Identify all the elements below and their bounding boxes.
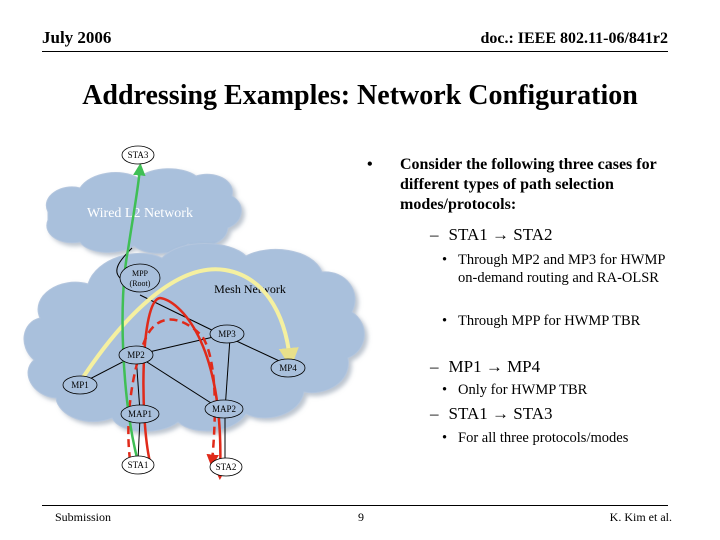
svg-text:MP4: MP4	[279, 363, 297, 373]
slide-title: Addressing Examples: Network Configurati…	[82, 80, 638, 111]
node-mp3: MP3	[209, 324, 245, 344]
node-map1: MAP1	[120, 404, 160, 424]
footer-rule	[42, 505, 668, 506]
svg-text:MP3: MP3	[218, 329, 236, 339]
header-doc-number: doc.: IEEE 802.11-06/841r2	[480, 30, 668, 47]
svg-text:(Root): (Root)	[130, 279, 151, 288]
node-mp1: MP1	[62, 375, 98, 395]
bullet-intro: • Consider the following three cases for…	[367, 156, 657, 213]
svg-text:MP2: MP2	[127, 350, 145, 360]
case2-item-1: • Only for HWMP TBR	[442, 382, 588, 398]
svg-text:STA3: STA3	[128, 150, 149, 160]
svg-text:STA2: STA2	[216, 462, 237, 472]
footer-submission: Submission	[55, 510, 112, 524]
header-date: July 2006	[42, 28, 112, 47]
case1-item-1: • Through MP2 and MP3 for HWMP on-demand…	[442, 252, 665, 286]
node-sta3: STA3	[121, 145, 155, 165]
case3-heading: –STA1 → STA3	[430, 404, 553, 423]
header-rule	[42, 51, 668, 52]
footer-author: K. Kim et al.	[609, 510, 672, 524]
path-sta1-sta2-solid	[142, 296, 227, 480]
path-mp1-mp4	[76, 267, 299, 387]
wired-network-cloud	[45, 168, 242, 254]
page-number: 9	[358, 510, 364, 524]
svg-text:MAP1: MAP1	[128, 409, 152, 419]
node-mpp: MPP (Root)	[119, 263, 161, 293]
node-map2: MAP2	[204, 399, 244, 419]
wired-network-label: Wired L2 Network	[87, 206, 193, 221]
mesh-network-cloud	[23, 243, 365, 432]
node-sta2: STA2	[209, 457, 243, 477]
svg-text:STA1: STA1	[128, 460, 149, 470]
node-sta1: STA1	[121, 455, 155, 475]
node-mp2: MP2	[118, 345, 154, 365]
node-mp4: MP4	[270, 358, 306, 378]
mesh-network-label: Mesh Network	[214, 282, 286, 296]
svg-text:MAP2: MAP2	[212, 404, 236, 414]
case1-item-2: • Through MPP for HWMP TBR	[442, 313, 641, 329]
case1-heading: –STA1 → STA2	[430, 225, 553, 244]
case3-item-1: • For all three protocols/modes	[442, 430, 629, 446]
case2-heading: –MP1 → MP4	[430, 357, 541, 376]
svg-text:MP1: MP1	[71, 380, 89, 390]
svg-text:MPP: MPP	[132, 269, 149, 278]
